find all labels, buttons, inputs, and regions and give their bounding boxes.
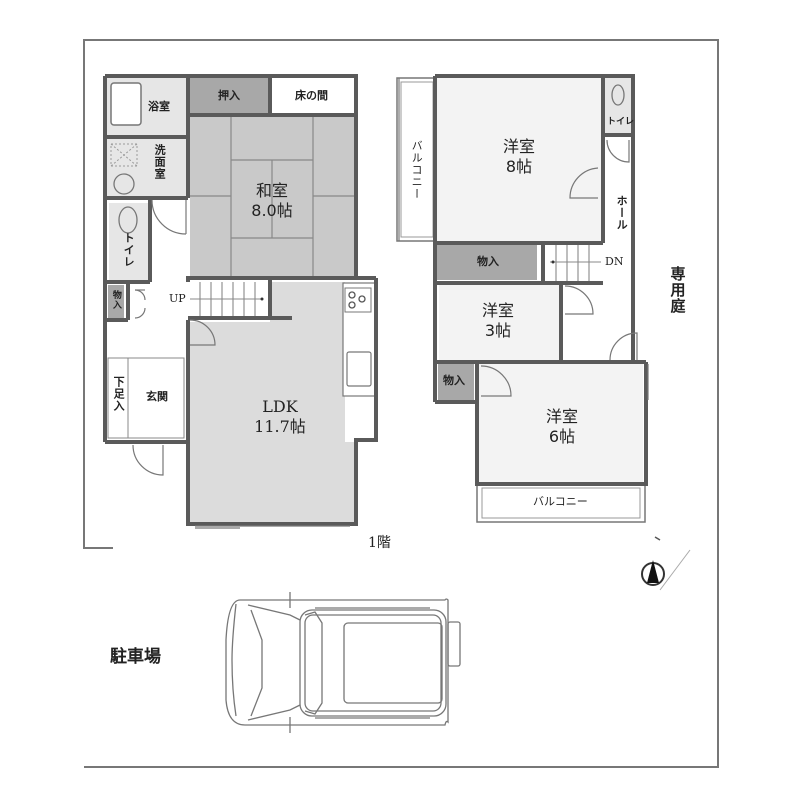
room-storage-a-label: 物入 xyxy=(477,255,499,268)
parking-label: 駐車場 xyxy=(110,647,161,667)
room-storage-b-label: 物入 xyxy=(443,374,465,387)
car-icon xyxy=(225,592,461,733)
room-western-8-size: 8帖 xyxy=(505,157,533,176)
room-balcony-west-label: バルコニー xyxy=(410,140,424,200)
stairs-down-label: DN xyxy=(605,255,624,268)
room-storage-label: 物入 xyxy=(110,290,121,310)
room-western-3-size: 3帖 xyxy=(484,321,512,340)
first-floor-plan xyxy=(103,74,378,529)
room-washroom-label: 洗面室 xyxy=(153,144,167,180)
room-western-3-label: 洋室 xyxy=(481,301,514,320)
room-toilet-label: トイレ xyxy=(122,232,136,268)
room-washitsu-size: 8.0帖 xyxy=(251,201,293,220)
room-tokonoma-label: 床の間 xyxy=(295,89,328,102)
room-balcony-south-label: バルコニー xyxy=(533,495,588,508)
room-toilet2-label: トイレ xyxy=(607,117,635,127)
room-ldk-size: 11.7帖 xyxy=(254,417,306,436)
room-western-6-size: 6帖 xyxy=(548,427,576,446)
compass-north-icon xyxy=(641,536,691,591)
private-garden-label: 専用庭 xyxy=(668,266,687,314)
second-floor-plan xyxy=(396,74,649,523)
room-ldk-label: LDK xyxy=(262,397,298,416)
room-hall-label: ホール xyxy=(615,195,629,231)
room-washitsu-label: 和室 xyxy=(255,181,288,200)
room-western-8-label: 洋室 xyxy=(502,137,535,156)
room-shoe-storage-label: 下足入 xyxy=(112,376,126,412)
room-closet-label: 押入 xyxy=(218,89,240,102)
room-entrance-label: 玄関 xyxy=(146,390,168,403)
room-bath-label: 浴室 xyxy=(148,100,170,113)
site-boundary xyxy=(83,39,719,768)
stairs-up-label: UP xyxy=(169,292,186,305)
room-western-6-label: 洋室 xyxy=(545,407,578,426)
floor-label: 1階 xyxy=(368,535,391,551)
